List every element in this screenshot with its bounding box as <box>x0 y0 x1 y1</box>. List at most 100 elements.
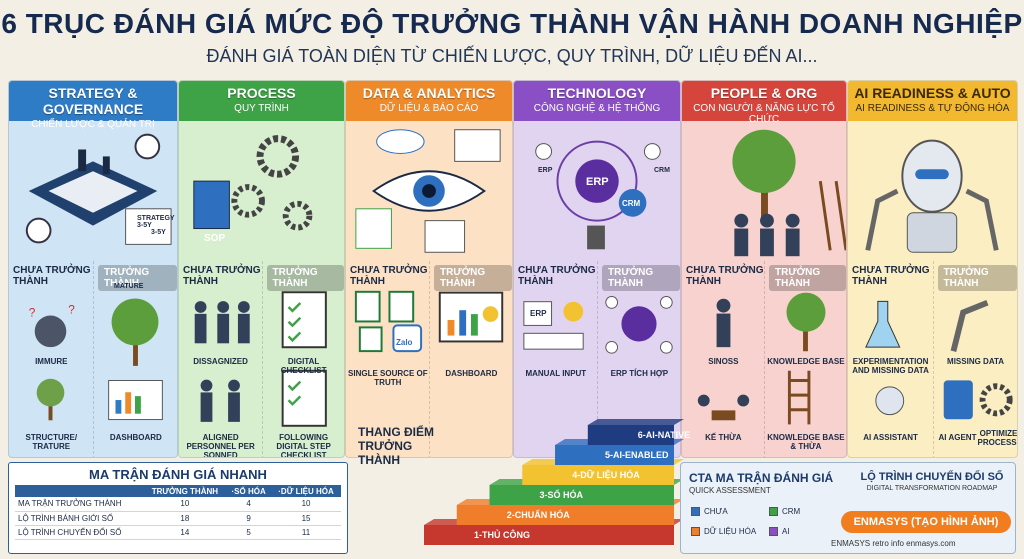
immature-item: IMMURE <box>35 357 68 366</box>
matrix-header: ·DỮ LIỆU HÓA <box>271 485 341 497</box>
step-label: 2-CHUẨN HÓA <box>507 509 571 520</box>
cta-matrix: CTA MA TRẬN ĐÁNH GIÁ QUICK ASSESSMENT <box>689 471 849 495</box>
person-icon <box>697 298 750 421</box>
legend-swatch <box>691 527 700 536</box>
column-subtitle: DỮ LIỆU & BÁO CÁO <box>379 103 479 114</box>
immature-panel: CHƯA TRƯỞNG THÀNH Zalo SINGLE SOURCE OF … <box>346 261 429 457</box>
tangled-icon: ? ? <box>29 303 75 421</box>
column-subtitle: AI READINESS & TỰ ĐỘNG HÓA <box>855 103 1010 114</box>
mature-panel: TRƯỞNG THÀNH DASHBOARD <box>429 261 512 457</box>
enmasys-button[interactable]: ENMASYS (TẠO HÌNH ẢNH) <box>841 511 1011 533</box>
footer-links[interactable]: ENMASYS retro info enmasys.com <box>831 539 956 548</box>
mature-panel: TRƯỞNG THÀNH MATURE DASHBOARD <box>93 261 177 457</box>
column-header: TECHNOLOGY CÔNG NGHỆ & HỆ THỐNG <box>514 81 680 121</box>
mature-label: TRƯỞNG THÀNH <box>434 265 512 291</box>
column-title: PROCESS <box>227 85 296 101</box>
maturity-step <box>555 445 674 465</box>
row-label: LỘ TRÌNH CHUYỂN ĐỔI SỐ <box>15 525 144 540</box>
checklist-icon <box>281 291 327 427</box>
knowledge-tree-icon <box>786 292 826 425</box>
immature-item: MANUAL INPUT <box>525 369 587 378</box>
immature-panel: CHƯA TRƯỞNG THÀNH DISSAGNIZED ALIGNED PE… <box>179 261 262 457</box>
immature-label: CHƯA TRƯỞNG THÀNH <box>183 265 261 287</box>
mature-label: TRƯỞNG THÀNH <box>769 265 846 291</box>
column-subtitle: CHIẾN LƯỢC & QUẢN TRỊ <box>31 119 155 130</box>
legend-label: AI <box>782 527 790 536</box>
legend-label: CHƯA <box>704 507 728 516</box>
robot-icon <box>865 139 999 253</box>
mature-item: DASHBOARD <box>109 433 162 442</box>
matrix-table: TRƯỞNG THÀNH ·SỐ HÓA ·DỮ LIỆU HÓA MA TRẬ… <box>15 485 341 540</box>
cta-matrix-sub: QUICK ASSESSMENT <box>689 486 771 495</box>
matrix-header <box>15 485 144 497</box>
legend-item: DỮ LIỆU HÓA <box>691 527 756 536</box>
tree-icon <box>108 298 163 421</box>
svg-text:?: ? <box>29 306 36 320</box>
header: 6 TRỤC ĐÁNH GIÁ MỨC ĐỘ TRƯỞNG THÀNH VẬN … <box>0 0 1024 78</box>
cell: 10 <box>271 497 341 512</box>
cell: 4 <box>226 497 272 512</box>
column-ai: AI READINESS & AUTO AI READINESS & TỰ ĐỘ… <box>847 80 1018 458</box>
maturity-step <box>522 465 674 485</box>
page-title: 6 TRỤC ĐÁNH GIÁ MỨC ĐỘ TRƯỞNG THÀNH VẬN … <box>1 8 1023 39</box>
immature-item: EXPERIMENTATION AND MISSING DATA <box>852 357 929 375</box>
robot-illustration <box>848 121 1017 261</box>
mature-label: TRƯỞNG THÀNH <box>937 265 1017 291</box>
step-label: 3-SỐ HÓA <box>540 489 584 500</box>
immature-label: CHƯA TRƯỞNG THÀNH <box>13 265 91 287</box>
mature-panel: TRƯỞNG THÀNH ERP TÍCH HỢP <box>597 261 680 457</box>
column-technology: TECHNOLOGY CÔNG NGHỆ & HỆ THỐNG ERP CRM … <box>513 80 681 458</box>
column-subtitle: CON NGƯỜI & NĂNG LỰC TỔ CHỨC <box>693 103 835 125</box>
strategy-horizon: 3-5Y <box>151 229 166 236</box>
immature-item: SINGLE SOURCE OF TRUTH <box>348 369 428 387</box>
column-subtitle: QUY TRÌNH <box>234 103 289 114</box>
column-header: DATA & ANALYTICS DỮ LIỆU & BÁO CÁO <box>346 81 512 121</box>
legend-swatch <box>691 507 700 516</box>
legend-swatch <box>769 527 778 536</box>
cell: 14 <box>143 525 227 540</box>
chessboard-icon <box>25 133 172 245</box>
immature-label: CHƯA TRƯỞNG THÀNH <box>852 265 930 287</box>
matrix-title: MA TRẬN ĐÁNH GIÁ NHANH <box>89 467 267 482</box>
immature-item: DISSAGNIZED <box>193 357 248 366</box>
maturity-step <box>456 505 674 525</box>
column-subtitle: CÔNG NGHỆ & HỆ THỐNG <box>533 103 661 114</box>
integration-icon <box>605 296 673 354</box>
mature-panel: TRƯỞNG THÀNH DIGITAL CHECKLIST FOLLOWING… <box>261 261 344 457</box>
step-label: 6-AI-NATIVE ENTERPRISE <box>638 430 690 440</box>
mature-item: KNOWLEDGE BASE & THỪA <box>767 433 845 451</box>
immature-panel: CHƯA TRƯỞNG THÀNH SINOSS KẾ THỪA <box>682 261 764 457</box>
legend-item: CHƯA <box>691 507 728 516</box>
sop-label: SOP <box>204 233 226 244</box>
flask-icon <box>865 300 905 416</box>
matrix-header: TRƯỞNG THÀNH <box>143 485 227 497</box>
immature-label: CHƯA TRƯỞNG THÀNH <box>518 265 596 287</box>
mature-item: DASHBOARD <box>445 369 498 378</box>
column-title: AI READINESS & AUTO <box>854 85 1011 101</box>
immature-item: STRUCTURE/ TRATURE <box>25 433 78 451</box>
zalo-label: Zalo <box>396 338 413 347</box>
robot-arm-icon <box>943 300 1013 420</box>
svg-text:?: ? <box>68 303 75 317</box>
mature-item: DIGITAL CHECKLIST <box>280 357 327 375</box>
immature-label: CHƯA TRƯỞNG THÀNH <box>686 265 764 287</box>
maturity-step <box>489 485 674 505</box>
column-title: DATA & ANALYTICS <box>362 85 496 101</box>
immature-label: CHƯA TRƯỞNG THÀNH <box>350 265 428 287</box>
column-title: PEOPLE & ORG <box>710 85 818 101</box>
immature-item: SINOSS <box>708 357 739 366</box>
cell: 15 <box>271 511 341 526</box>
cta-panel: CTA MA TRẬN ĐÁNH GIÁ QUICK ASSESSMENT CH… <box>680 462 1016 554</box>
erp-hub-label: ERP <box>586 176 609 188</box>
manual-input-icon <box>523 301 584 350</box>
legend-swatch <box>769 507 778 516</box>
column-strategy: STRATEGY & GOVERNANCE CHIẾN LƯỢC & QUẢN … <box>8 80 178 458</box>
mature-label: TRƯỞNG THÀNH <box>266 265 344 291</box>
mature-label: TRƯỞNG THÀNH <box>98 265 177 291</box>
legend-label: DỮ LIỆU HÓA <box>704 527 757 536</box>
row-label: MA TRẬN TRƯỞNG THÀNH <box>15 497 144 512</box>
immature-panel: CHƯA TRƯỞNG THÀNH ERP MANUAL INPUT <box>514 261 597 457</box>
mature-item: MISSING DATA <box>947 357 1005 366</box>
legend-item: AI <box>769 527 790 536</box>
table-row: LỘ TRÌNH CHUYỂN ĐỔI SỐ 14 5 11 <box>15 525 341 540</box>
